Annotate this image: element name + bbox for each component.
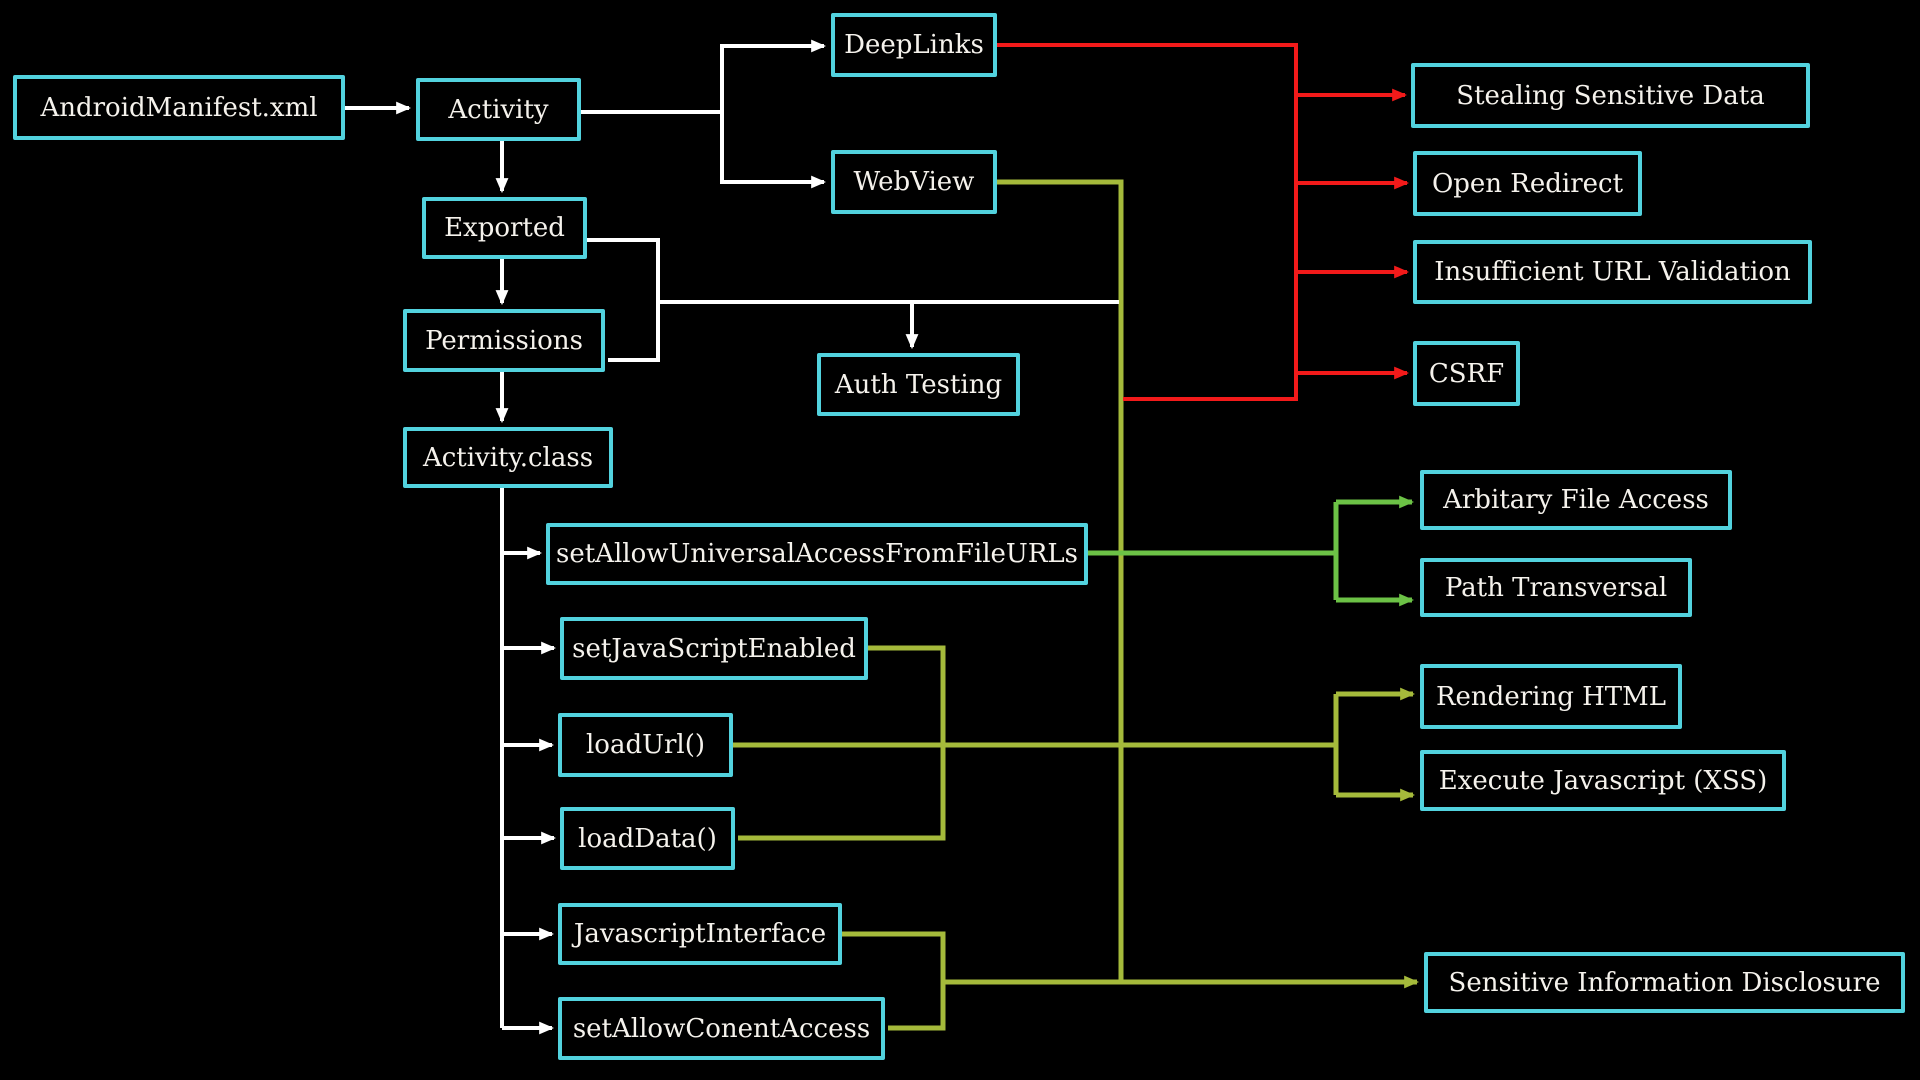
node-insufficient-url-validation: Insufficient URL Validation [1413,240,1812,304]
white-connectors [345,39,1119,1035]
red-connectors [997,43,1410,401]
edge-deeplinks-bus [997,43,1298,401]
green-connectors [1088,495,1415,607]
node-auth-testing: Auth Testing [817,353,1020,416]
node-activity: Activity [416,78,581,141]
node-stealing-sensitive-data: Stealing Sensitive Data [1411,63,1810,128]
node-execute-javascript-xss: Execute Javascript (XSS) [1420,750,1786,811]
node-set-allow-content-access: setAllowConentAccess [558,997,885,1060]
node-activity-class: Activity.class [403,427,613,488]
node-android-manifest: AndroidManifest.xml [13,75,345,140]
node-deeplinks: DeepLinks [831,13,997,77]
node-open-redirect: Open Redirect [1413,151,1642,216]
node-javascript-interface: JavascriptInterface [558,903,842,965]
node-exported: Exported [422,197,587,259]
olive-connectors [733,179,1420,1031]
node-rendering-html: Rendering HTML [1420,664,1682,729]
node-set-allow-universal-access-from-file-urls: setAllowUniversalAccessFromFileURLs [546,523,1088,585]
node-set-javascript-enabled: setJavaScriptEnabled [560,617,868,680]
node-sensitive-information-disclosure: Sensitive Information Disclosure [1424,952,1905,1013]
node-path-transversal: Path Transversal [1420,558,1692,617]
node-arbitary-file-access: Arbitary File Access [1420,470,1732,530]
edge-activity-split [581,44,724,184]
node-load-url: loadUrl() [558,713,733,777]
node-csrf: CSRF [1413,341,1520,406]
node-permissions: Permissions [403,309,605,372]
node-load-data: loadData() [560,807,735,870]
node-webview: WebView [831,150,997,214]
edge-webview-bus [997,179,1124,982]
